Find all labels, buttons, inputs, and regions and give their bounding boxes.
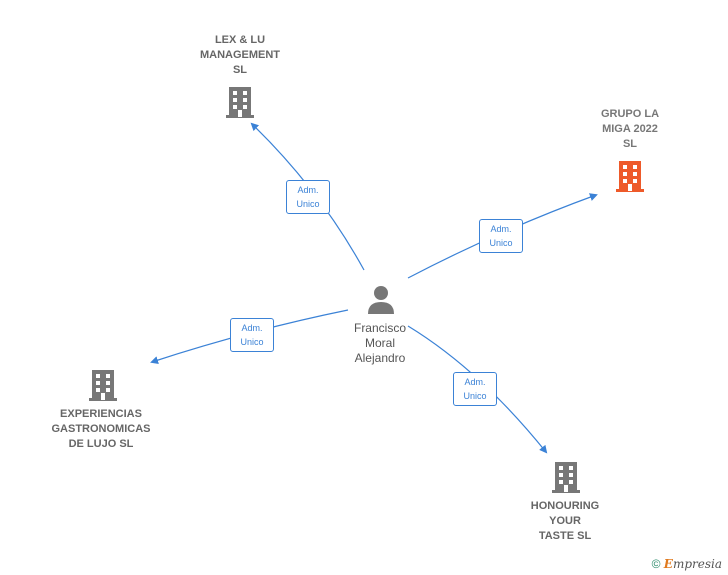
copyright-notice: © Empresia: [652, 557, 722, 571]
company-name-experiencias[interactable]: EXPERIENCIAS GASTRONOMICAS DE LUJO SL: [51, 408, 151, 450]
role-label-grupo[interactable]: Adm. Unico: [479, 219, 523, 253]
building-icon[interactable]: [87, 368, 119, 402]
copyright-symbol: ©: [651, 557, 661, 571]
role-label-experiencias[interactable]: Adm. Unico: [230, 318, 274, 352]
company-name-honouring[interactable]: HONOURING YOUR TASTE SL: [530, 500, 600, 542]
role-label-lexlu[interactable]: Adm. Unico: [286, 180, 330, 214]
company-name-grupo[interactable]: GRUPO LA MIGA 2022 SL: [600, 108, 660, 150]
brand-logo: Empresia: [663, 557, 722, 571]
role-label-honouring[interactable]: Adm. Unico: [453, 372, 497, 406]
building-icon[interactable]: [550, 460, 582, 494]
center-person-name[interactable]: Francisco Moral Alejandro: [353, 321, 406, 365]
company-name-lexlu[interactable]: LEX & LU MANAGEMENT SL: [199, 34, 281, 76]
building-icon[interactable]: [224, 85, 256, 119]
person-icon[interactable]: [366, 284, 396, 316]
building-icon[interactable]: [614, 159, 646, 193]
